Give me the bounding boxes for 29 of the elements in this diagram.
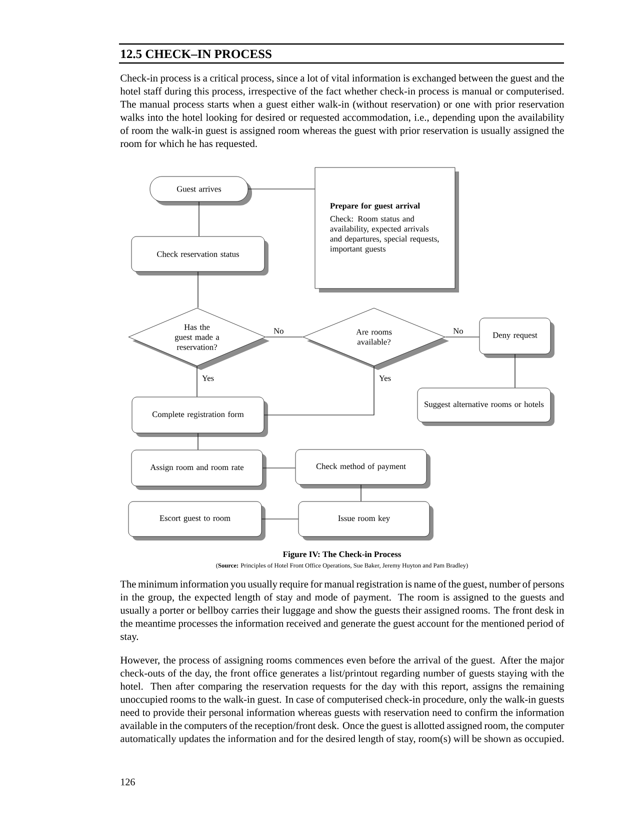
connector-line [264,366,374,416]
figure-caption: Figure IV: The Check-in Process [282,551,401,559]
connector-line [248,188,316,190]
process-box: Suggest alternative rooms or hotels [417,388,554,426]
process-box: Complete registration form [132,396,268,437]
connector-line [514,354,516,388]
connector-line [265,336,304,338]
process-box: Issue room key [298,501,434,540]
process-box: Check method of payment [295,449,430,488]
connector-line [261,518,299,520]
paragraph: However, the process of assigning rooms commences even before the arrival of the guest. After the major check-outs of the day, the front office generates a list/printout regarding number of guests staying with the hotel. Then after comparing the reservation requests for the day with this report, assigns the remaining unoccupied rooms to the walk-in guest. In case of computerised check-in procedure, only the walk-in guests need to provide their personal information whereas guests with reservation need to confirm the information available in the computers of the reception/front desk. Once the guest is allotted assigned room, the computer automatically updates the information and for the desired length of stay, room(s) will be shown as occupied. [120,656,564,744]
process-box: Escort guest to room [128,501,266,540]
connector-line [196,366,198,398]
edge-label: No [453,328,463,334]
section-heading: 12.5 CHECK–IN PROCESS [121,50,272,58]
note-box: Prepare for guest arrival Check: Room status and availability, expected arrivals and departures, special requests, important guests [314,167,459,292]
connector-line [198,201,200,237]
process-box: Deny request [479,318,554,358]
page-number: 126 [121,778,135,786]
connector-line [444,336,480,338]
paragraph: The minimum information you usually require for manual registration is name of the guest, number of persons in the group, the expected length of stay and mode of payment. The room is assigned to the guests and usually a porter or bellboy carries their luggage and show the guests their assigned rooms. The front desk in the meantime processes the information received and generate the guest account for the mentioned period of stay. [120,580,564,642]
process-box: Assign room and room rate [131,450,266,490]
terminal-box: Guest arrives [150,176,252,206]
connector-line [360,484,362,502]
edge-label: Yes [202,375,214,381]
paragraph: Check-in process is a critical process, since a lot of vital information is exchanged between the guest and the hotel staff during this process, irrespective of the fact whether check-in process is manual or computerised. The manual process starts when a guest either walk-in (without reservation) or one with prior reservation walks into the hotel looking for desired or requested accommodation, i.e., depending upon the availability of room the walk-in guest is assigned room whereas the guest with prior reservation is usually assigned the room for which he has requested. [120,74,564,150]
process-box: Check reservation status [131,236,268,276]
edge-label: Yes [379,375,391,381]
edge-label: No [274,328,284,334]
